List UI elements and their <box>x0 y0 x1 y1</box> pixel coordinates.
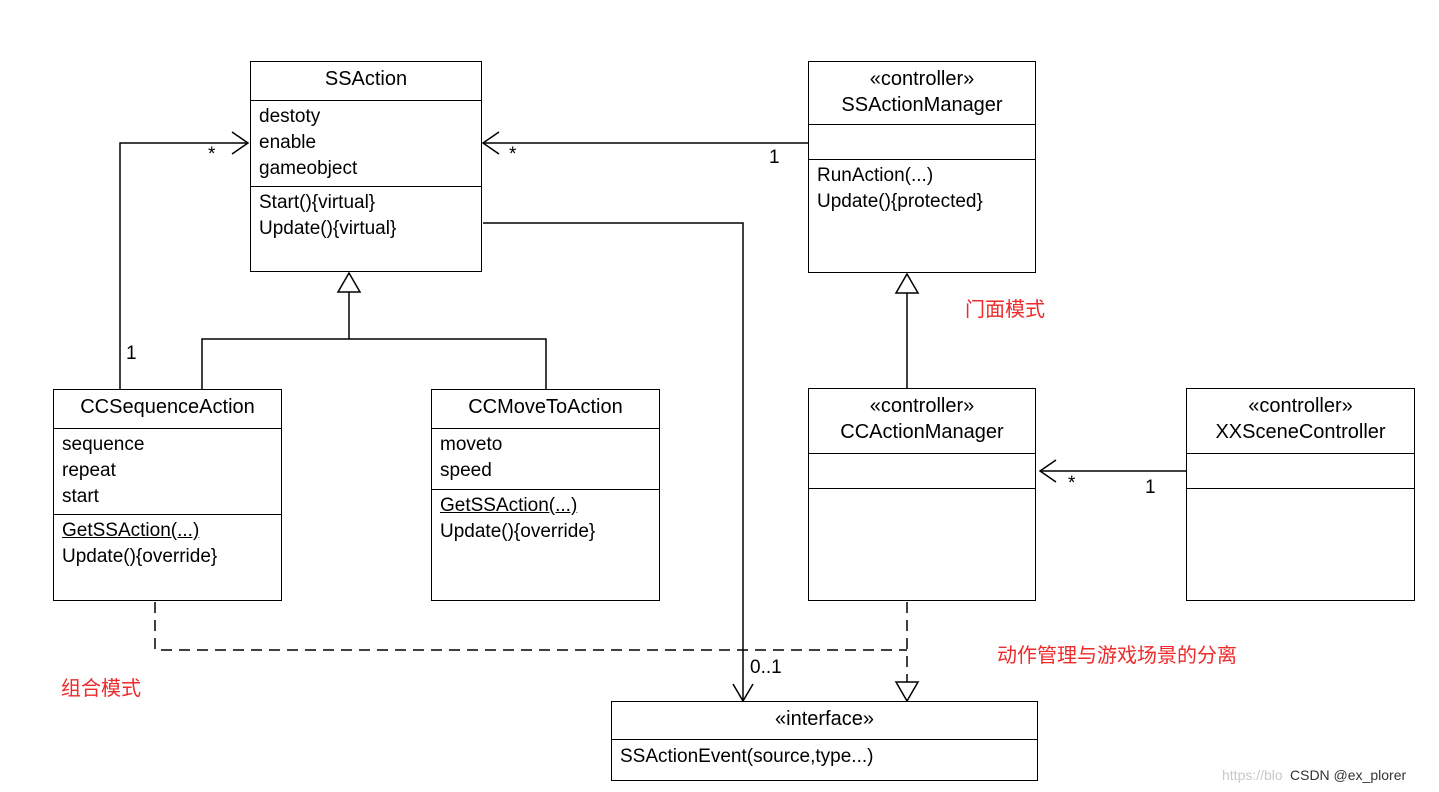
ssaction-to-event-association <box>483 222 744 701</box>
multiplicity-label: 1 <box>126 343 137 364</box>
class-ccmovetoaction[interactable]: CCMoveToAction moveto speed GetSSAction(… <box>431 389 660 601</box>
note-facade-pattern: 门面模式 <box>965 299 1045 321</box>
multiplicity-label: 1 <box>1145 477 1156 498</box>
realization-triangle <box>894 681 920 703</box>
stereotype: «interface» <box>775 708 874 730</box>
class-name: SSAction <box>324 68 408 90</box>
static-operation: GetSSAction(...) <box>62 520 200 541</box>
inheritance-triangle-ssaction <box>336 271 362 293</box>
attributes-section <box>1187 453 1414 488</box>
watermark-csdn: CSDN @ex_plorer <box>1290 767 1407 783</box>
operations-section <box>809 488 1035 489</box>
stereotype: «controller» <box>869 395 975 417</box>
scene-to-ccmanager-arrowhead <box>1038 459 1057 483</box>
seq-to-ssaction-arrowhead <box>231 131 250 155</box>
class-ssaction[interactable]: SSAction destoty enable gameobject Start… <box>250 61 482 272</box>
attribute: destoty <box>259 106 321 127</box>
operations-section: RunAction(...) Update(){protected} <box>809 159 1035 215</box>
multiplicity-label: * <box>1068 473 1076 494</box>
interface-ssactionevent[interactable]: «interface» SSActionEvent(source,type...… <box>611 701 1038 781</box>
attributes-section <box>809 453 1035 488</box>
class-xxscenecontroller[interactable]: «controller» XXSceneController <box>1186 388 1415 601</box>
attribute: repeat <box>62 460 116 481</box>
class-ccactionmanager[interactable]: «controller» CCActionManager <box>808 388 1036 601</box>
operation: Start(){virtual} <box>259 192 376 213</box>
operation: SSActionEvent(source,type...) <box>620 746 874 767</box>
multiplicity-label: 1 <box>769 147 780 168</box>
attribute: gameobject <box>259 158 358 179</box>
class-header: «controller» CCActionManager <box>809 389 1035 453</box>
attributes-section: sequence repeat start <box>54 428 281 514</box>
attributes-section: destoty enable gameobject <box>251 100 481 186</box>
operations-section: SSActionEvent(source,type...) <box>612 739 1037 770</box>
note-composite-pattern: 组合模式 <box>61 678 141 700</box>
inheritance-seq-branch <box>201 338 547 389</box>
operations-section: Start(){virtual} Update(){virtual} <box>251 186 481 242</box>
manager-to-ssaction-arrowhead <box>481 131 500 155</box>
note-separation: 动作管理与游戏场景的分离 <box>997 645 1237 667</box>
operations-section <box>1187 488 1414 489</box>
stereotype: «controller» <box>1248 395 1353 417</box>
attributes-section <box>809 124 1035 159</box>
class-header: «controller» XXSceneController <box>1187 389 1414 453</box>
operation: RunAction(...) <box>817 165 934 186</box>
class-ccsequenceaction[interactable]: CCSequenceAction sequence repeat start G… <box>53 389 282 601</box>
class-header: «controller» SSActionManager <box>809 62 1035 124</box>
attribute: start <box>62 486 99 507</box>
operation: Update(){virtual} <box>259 218 397 239</box>
attribute: sequence <box>62 434 145 455</box>
class-name: SSActionManager <box>841 94 1003 116</box>
attribute: speed <box>440 460 492 481</box>
attribute: enable <box>259 132 317 153</box>
operation: Update(){override} <box>440 521 596 542</box>
operations-section: GetSSAction(...) Update(){override} <box>432 489 659 545</box>
operation: Update(){override} <box>62 546 218 567</box>
attribute: moveto <box>440 434 503 455</box>
operation: Update(){protected} <box>817 191 983 212</box>
class-name: XXSceneController <box>1215 421 1386 443</box>
class-name: CCMoveToAction <box>468 396 623 418</box>
operations-section: GetSSAction(...) Update(){override} <box>54 514 281 570</box>
multiplicity-label: 0..1 <box>750 657 782 678</box>
realization-seq-dashed <box>154 602 907 651</box>
attributes-section: moveto speed <box>432 428 659 489</box>
inheritance-triangle-manager <box>894 272 920 294</box>
multiplicity-label: * <box>509 144 517 165</box>
multiplicity-label: * <box>208 144 216 165</box>
class-name: CCSequenceAction <box>80 396 255 418</box>
seq-to-ssaction-association <box>119 142 248 389</box>
watermark-url: https://blo <box>1222 767 1283 783</box>
class-ssactionmanager[interactable]: «controller» SSActionManager RunAction(.… <box>808 61 1036 273</box>
static-operation: GetSSAction(...) <box>440 495 578 516</box>
class-name: CCActionManager <box>840 421 1004 443</box>
stereotype: «controller» <box>869 68 975 90</box>
